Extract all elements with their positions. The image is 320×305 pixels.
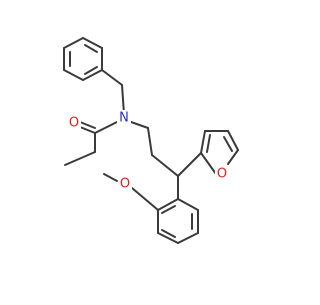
atom-labels: N O O O: [67, 110, 229, 192]
carbonyl-oxygen-label: O: [69, 116, 79, 131]
bond-lines: [63, 37, 239, 244]
molecule-drawing: N O O O: [63, 37, 239, 244]
furan-ring: [177, 130, 239, 177]
propyl-chain: [130, 121, 179, 177]
structure-canvas: N O O O: [63, 37, 239, 244]
ch2-nitrogen-bond: [121, 84, 125, 115]
nitrogen-atom-label: N: [119, 111, 129, 126]
furan-oxygen-label: O: [217, 167, 227, 182]
benzyl-ch2-bond: [101, 69, 123, 86]
benzyl-phenyl-ring: [63, 37, 103, 81]
methoxyphenyl-ring: [157, 175, 199, 244]
methoxy-group: [103, 173, 159, 211]
methoxy-oxygen-label: O: [120, 177, 130, 192]
propanoyl-group: [64, 121, 118, 166]
